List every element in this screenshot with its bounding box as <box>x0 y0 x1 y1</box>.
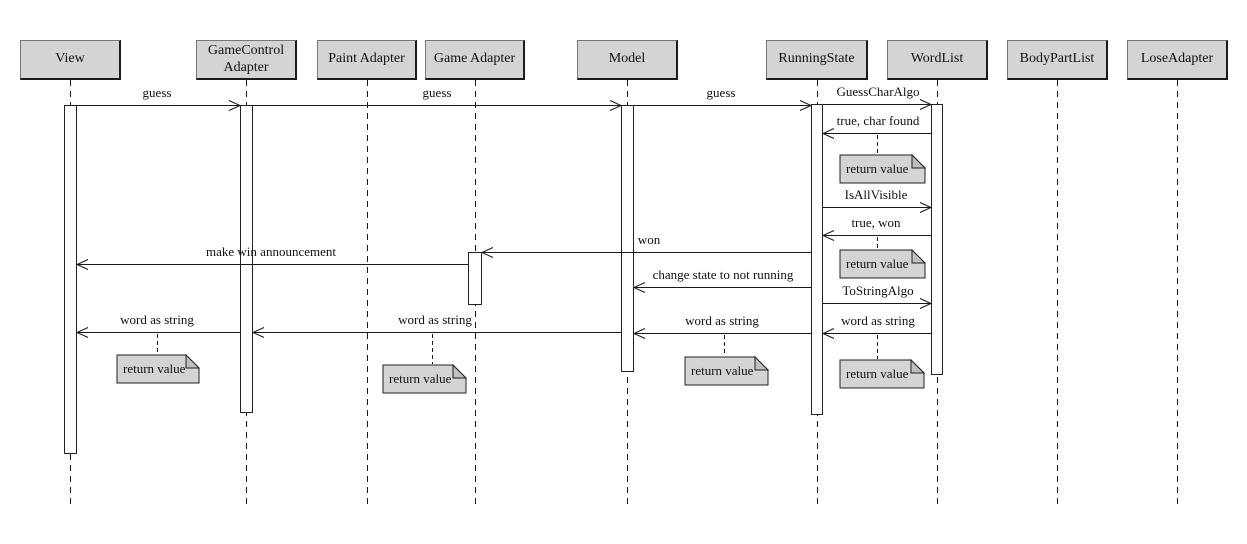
message-guess-arrowhead-icon <box>799 100 813 111</box>
actor-label: Game Adapter <box>433 51 516 67</box>
message-guesscharalgo-arrowhead-icon <box>919 99 933 110</box>
message-isallvisible-arrowhead-icon <box>919 202 933 213</box>
note-return-value-label: return value <box>846 366 909 381</box>
actor-wordlist: WordList <box>887 40 988 80</box>
message-make-win-announcement-label: make win announcement <box>206 244 336 259</box>
note-fold-icon <box>452 363 468 379</box>
note-fold-icon <box>754 355 770 371</box>
message-word-as-string-arrowhead-icon <box>821 328 835 339</box>
actor-label: Model <box>608 51 646 67</box>
note-return-value-label: return value <box>846 256 909 271</box>
actor-paint-adapter: Paint Adapter <box>317 40 417 80</box>
actor-label: LoseAdapter <box>1140 51 1214 67</box>
message-word-as-string-arrowhead-icon <box>75 327 89 338</box>
activation-wordlist <box>931 104 943 375</box>
note-fold-icon <box>911 248 927 264</box>
message-guess-label: guess <box>706 85 736 100</box>
message-guess-label: guess <box>422 85 452 100</box>
note-return-value-label: return value <box>389 371 452 386</box>
actor-label: Paint Adapter <box>328 51 405 67</box>
message-won-label: won <box>637 232 661 247</box>
note-return-value-label: return value <box>123 361 186 376</box>
actor-game-adapter: Game Adapter <box>425 40 525 80</box>
message-tostringalgo-arrowhead-icon <box>919 298 933 309</box>
actor-view: View <box>20 40 121 80</box>
message-word-as-string-label: word as string <box>685 313 759 328</box>
message-word-as-string-label: word as string <box>841 313 915 328</box>
note-fold-icon <box>185 353 201 369</box>
message-true-won-arrowhead-icon <box>821 230 835 241</box>
activation-game-adapter <box>468 252 482 305</box>
message-true-won-label: true, won <box>851 215 901 230</box>
message-guess-label: guess <box>142 85 172 100</box>
message-guesscharalgo-label: GuessCharAlgo <box>836 84 920 99</box>
actor-label: GameControl Adapter <box>207 42 285 75</box>
message-word-as-string-label: word as string <box>120 312 194 327</box>
message-won-arrowhead-icon <box>480 247 494 258</box>
note-fold-icon <box>911 153 927 169</box>
message-change-state-to-not-running-label: change state to not running <box>652 267 794 282</box>
actor-bodypartlist: BodyPartList <box>1007 40 1108 80</box>
actor-model: Model <box>577 40 678 80</box>
note-return-value-label: return value <box>846 161 909 176</box>
actor-label: View <box>55 51 85 67</box>
message-guess-arrowhead-icon <box>228 100 242 111</box>
message-true-char-found-arrowhead-icon <box>821 128 835 139</box>
actor-label: WordList <box>910 51 964 67</box>
message-word-as-string-arrowhead-icon <box>251 327 265 338</box>
note-fold-icon <box>910 358 926 374</box>
actor-loseadapter: LoseAdapter <box>1127 40 1228 80</box>
message-isallvisible-label: IsAllVisible <box>844 187 908 202</box>
message-make-win-announcement-arrowhead-icon <box>75 259 89 270</box>
message-word-as-string-arrowhead-icon <box>632 328 646 339</box>
message-tostringalgo-label: ToStringAlgo <box>842 283 914 298</box>
activation-model <box>621 105 634 372</box>
note-return-value-label: return value <box>691 363 754 378</box>
message-word-as-string-label: word as string <box>398 312 472 327</box>
message-true-char-found-label: true, char found <box>836 113 920 128</box>
message-change-state-to-not-running-arrowhead-icon <box>632 282 646 293</box>
actor-gamecontrol-adapter: GameControl Adapter <box>196 40 297 80</box>
actor-label: BodyPartList <box>1019 51 1095 67</box>
activation-runningstate <box>811 104 823 415</box>
actor-runningstate: RunningState <box>766 40 868 80</box>
message-guess-arrowhead-icon <box>609 100 623 111</box>
activation-view <box>64 105 77 454</box>
actor-label: RunningState <box>778 51 855 67</box>
activation-gamecontrol-adapter <box>240 105 253 413</box>
